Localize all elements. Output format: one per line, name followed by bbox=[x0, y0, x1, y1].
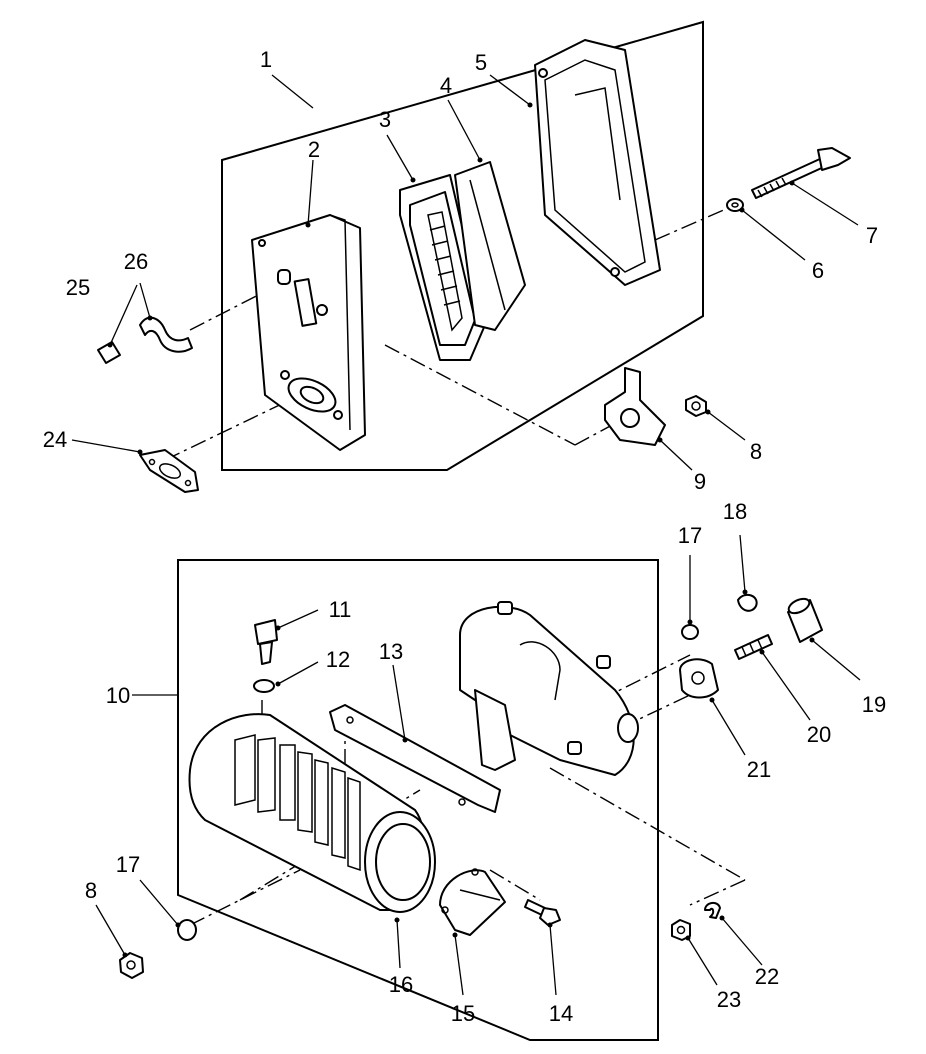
callout-24: 24 bbox=[42, 427, 68, 452]
lock-washer-22 bbox=[704, 902, 721, 919]
plug-25 bbox=[97, 341, 121, 364]
callout-26: 26 bbox=[123, 249, 149, 274]
screw-14 bbox=[524, 899, 561, 926]
plug-18 bbox=[737, 593, 758, 612]
callout-6: 6 bbox=[811, 258, 825, 283]
air-cleaner-base bbox=[251, 214, 366, 451]
muffler-guard bbox=[188, 713, 436, 913]
callout-2: 2 bbox=[307, 137, 321, 162]
callout-22: 22 bbox=[754, 964, 780, 989]
callout-17: 17 bbox=[677, 523, 703, 548]
bolt-11 bbox=[254, 619, 278, 665]
washer-17-upper bbox=[681, 624, 699, 640]
callout-25: 25 bbox=[65, 275, 91, 300]
callout-9: 9 bbox=[693, 469, 707, 494]
stud-20 bbox=[734, 634, 773, 660]
washer-6 bbox=[726, 198, 744, 212]
heat-shield-strap bbox=[329, 704, 501, 813]
callout-5: 5 bbox=[474, 50, 488, 75]
end-cap bbox=[439, 868, 506, 936]
gasket-21 bbox=[679, 658, 719, 699]
callout-7: 7 bbox=[865, 223, 879, 248]
muffler-group-outline bbox=[177, 559, 659, 1041]
sleeve-19 bbox=[787, 597, 823, 643]
leader-lines bbox=[71, 74, 861, 996]
callout-4: 4 bbox=[439, 73, 453, 98]
callout-16: 16 bbox=[388, 972, 414, 997]
callout-19: 19 bbox=[861, 692, 887, 717]
breather-hose bbox=[139, 316, 193, 353]
callout-8: 8 bbox=[749, 439, 763, 464]
air-cleaner-cover bbox=[534, 39, 661, 286]
callout-8-lower: 8 bbox=[84, 878, 98, 903]
callout-12: 12 bbox=[325, 647, 351, 672]
callout-15: 15 bbox=[450, 1001, 476, 1026]
callout-1: 1 bbox=[259, 47, 273, 72]
nut-8-lower bbox=[119, 952, 144, 979]
callout-11: 11 bbox=[328, 597, 352, 622]
air-cleaner-group-outline bbox=[221, 20, 704, 471]
callout-23: 23 bbox=[716, 987, 742, 1012]
nut-8-upper bbox=[685, 395, 707, 417]
callout-20: 20 bbox=[806, 722, 832, 747]
callout-18: 18 bbox=[722, 499, 748, 524]
muffler-body bbox=[459, 601, 639, 776]
washer-17-lower bbox=[177, 919, 197, 941]
callout-10: 10 bbox=[105, 683, 131, 708]
washer-12 bbox=[253, 679, 275, 693]
pre-cleaner bbox=[454, 161, 526, 331]
filter-element bbox=[399, 174, 486, 361]
callout-21: 21 bbox=[746, 757, 772, 782]
callout-13: 13 bbox=[378, 639, 404, 664]
bracket bbox=[604, 367, 666, 446]
wing-bolt bbox=[751, 147, 851, 199]
callout-3: 3 bbox=[378, 107, 392, 132]
nut-23 bbox=[671, 919, 691, 941]
callout-17-lower: 17 bbox=[115, 852, 141, 877]
gasket-24 bbox=[139, 449, 199, 493]
callout-14: 14 bbox=[548, 1001, 574, 1026]
